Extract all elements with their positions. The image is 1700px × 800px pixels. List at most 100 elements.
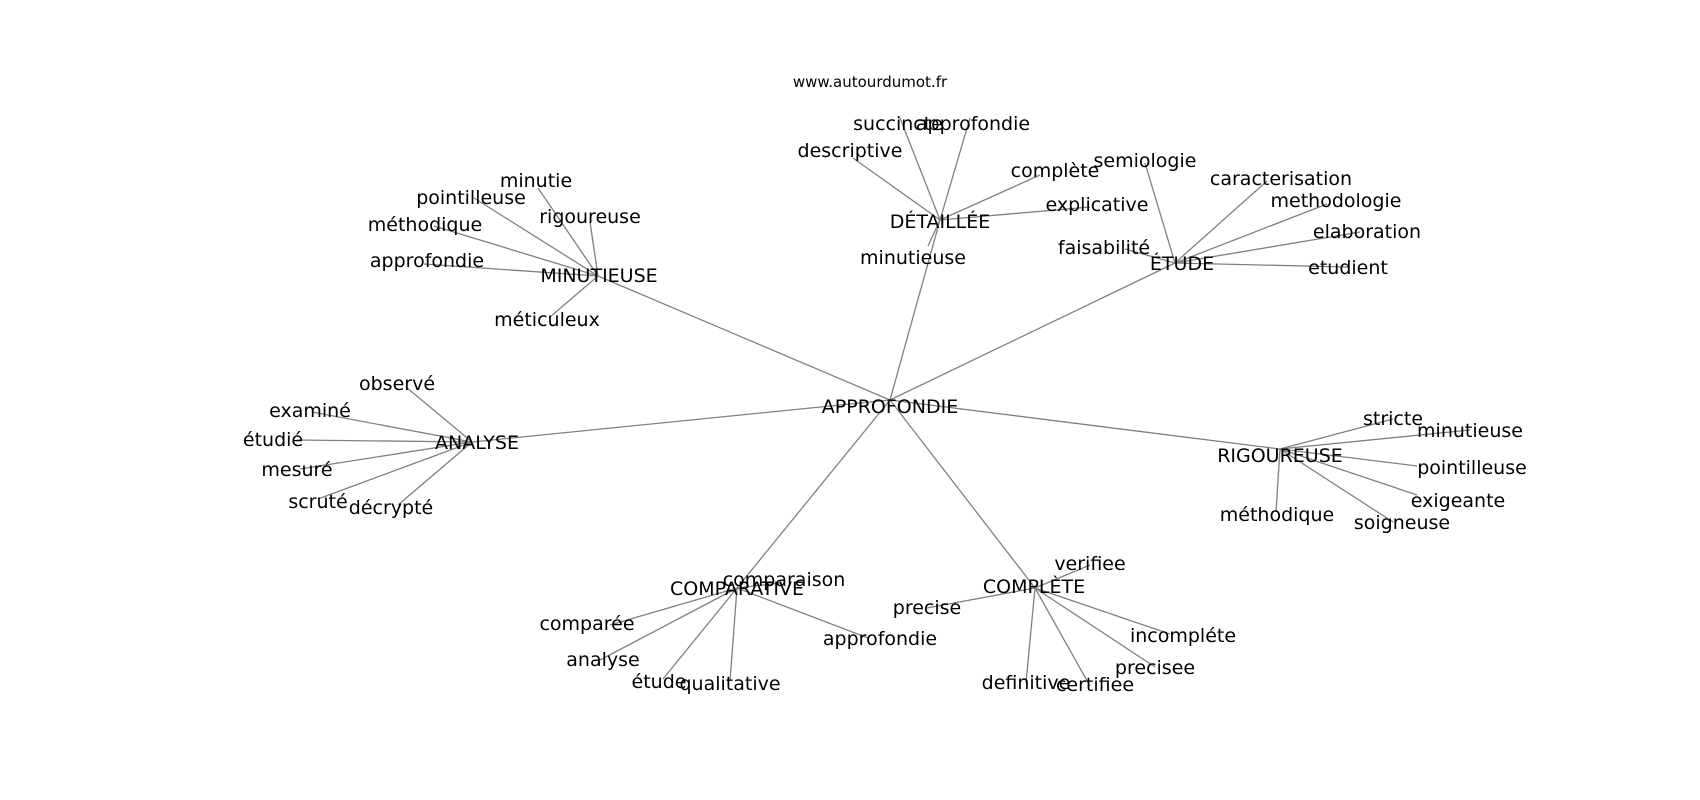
edge-center-to-hub	[889, 262, 1176, 401]
edge-hub-to-leaf	[852, 157, 941, 221]
edge-hub-to-leaf	[1279, 429, 1471, 450]
edge-hub-to-leaf	[1174, 262, 1349, 268]
hub-node-label: ÉTUDE	[1150, 252, 1214, 275]
hub-node-label: COMPLÈTE	[983, 575, 1085, 598]
source-label: www.autourdumot.fr	[793, 73, 948, 91]
edge-hub-to-leaf	[433, 225, 599, 277]
leaf-node-label: caracterisation	[1210, 168, 1352, 190]
hub-node-label: RIGOUREUSE	[1217, 445, 1343, 467]
edge-hub-to-leaf	[1279, 448, 1418, 496]
edge-hub-to-leaf	[1034, 587, 1156, 668]
edge-hub-to-leaf	[296, 439, 473, 443]
leaf-node-label: complète	[1011, 160, 1100, 182]
leaf-node-label: comparaison	[723, 569, 846, 591]
leaf-node-label: pointilleuse	[416, 187, 526, 209]
edge-hub-to-leaf	[729, 587, 738, 682]
leaf-node-label: méthodique	[368, 214, 482, 236]
edge-center-to-hub	[597, 275, 891, 401]
edge-hub-to-leaf	[609, 587, 738, 626]
edge-hub-to-leaf	[1279, 448, 1418, 467]
leaf-node-label: faisabilité	[1058, 237, 1150, 259]
edge-hub-to-leaf	[1025, 587, 1036, 684]
leaf-node-label: pointilleuse	[1417, 457, 1527, 479]
edge-hub-to-leaf	[1034, 587, 1171, 635]
edge-hub-to-leaf	[1034, 587, 1091, 687]
leaf-node-label: precisee	[1115, 657, 1195, 679]
edge-hub-to-leaf	[939, 174, 1041, 221]
leaf-node-label: minutieuse	[1417, 420, 1523, 442]
edge-hub-to-leaf	[397, 441, 473, 506]
edge-hub-to-leaf	[662, 587, 738, 680]
leaf-node-label: succincte	[853, 113, 943, 135]
edge-hub-to-leaf	[1174, 231, 1361, 264]
leaf-node-label: approfondie	[370, 250, 484, 272]
leaf-node-label: stricte	[1363, 408, 1423, 430]
edge-hub-to-leaf	[317, 441, 473, 500]
leaf-node-label: qualitative	[679, 673, 780, 695]
hub-node-label: ANALYSE	[435, 432, 519, 454]
edge-hub-to-leaf	[1034, 564, 1091, 589]
edge-hub-to-leaf	[1174, 203, 1328, 264]
leaf-node-label: verifiee	[1054, 553, 1125, 575]
edge-center-to-hub	[889, 399, 1281, 450]
leaf-node-label: precise	[893, 597, 961, 619]
leaf-node-label: explicative	[1046, 194, 1149, 216]
hub-node-label: DÉTAILLÉE	[890, 210, 991, 233]
edge-hub-to-leaf	[1124, 248, 1176, 264]
leaf-node-label: minutie	[500, 170, 572, 192]
edge-hub-to-leaf	[1174, 180, 1268, 264]
edge-hub-to-leaf	[736, 582, 781, 589]
edge-hub-to-leaf	[1144, 162, 1176, 264]
leaf-node-label: soigneuse	[1354, 512, 1450, 534]
edge-hub-to-leaf	[311, 411, 473, 443]
leaf-node-label: étude	[632, 671, 687, 693]
leaf-node-label: elaboration	[1313, 221, 1421, 243]
leaf-node-label: scruté	[288, 491, 347, 513]
leaf-node-label: rigoureuse	[539, 206, 641, 228]
leaf-node-label: minutieuse	[860, 247, 966, 269]
edge-hub-to-leaf	[736, 587, 869, 639]
edge-hub-to-leaf	[926, 587, 1036, 609]
edge-hub-to-leaf	[549, 275, 599, 318]
hub-node-label: COMPARATIVE	[670, 578, 804, 600]
edge-hub-to-leaf	[1279, 448, 1394, 523]
leaf-node-label: semiologie	[1094, 150, 1197, 172]
leaf-node-label: méticuleux	[494, 309, 600, 331]
leaf-node-label: approfondie	[823, 628, 937, 650]
graph-edges	[296, 117, 1471, 687]
edge-hub-to-leaf	[1279, 418, 1394, 450]
edge-hub-to-leaf	[405, 386, 473, 443]
leaf-node-label: observé	[359, 373, 435, 395]
edge-hub-to-leaf	[299, 441, 473, 470]
edge-hub-to-leaf	[537, 187, 599, 277]
edge-center-to-hub	[889, 219, 941, 401]
leaf-node-label: methodologie	[1271, 190, 1402, 212]
edge-center-to-hub	[889, 399, 1036, 589]
leaf-node-label: analyse	[566, 649, 639, 671]
leaf-node-label: examiné	[269, 400, 351, 422]
edge-hub-to-leaf	[939, 117, 971, 221]
leaf-node-label: etudient	[1308, 257, 1388, 279]
leaf-node-label: exigeante	[1411, 490, 1505, 512]
leaf-node-label: approfondie	[916, 113, 1030, 135]
leaf-node-label: definitive	[982, 672, 1071, 694]
edge-hub-to-leaf	[939, 206, 1091, 221]
hub-node-label: MINUTIEUSE	[540, 265, 657, 287]
edge-hub-to-leaf	[899, 117, 941, 221]
edge-hub-to-leaf	[599, 587, 738, 661]
leaf-node-label: étudié	[243, 429, 303, 451]
graph-labels: APPROFONDIEDÉTAILLÉEsuccincteapprofondie…	[243, 113, 1527, 696]
edge-hub-to-leaf	[927, 219, 941, 247]
leaf-node-label: descriptive	[798, 140, 903, 162]
leaf-node-label: décrypté	[349, 497, 433, 519]
leaf-node-label: comparée	[539, 613, 634, 635]
edge-hub-to-leaf	[1275, 448, 1281, 513]
edge-center-to-hub	[736, 399, 891, 589]
leaf-node-label: méthodique	[1220, 504, 1334, 526]
edge-center-to-hub	[471, 399, 891, 443]
leaf-node-label: certifiee	[1056, 674, 1134, 696]
center-node-label: APPROFONDIE	[822, 396, 958, 418]
edge-hub-to-leaf	[473, 197, 599, 277]
leaf-node-label: mesuré	[261, 459, 332, 481]
